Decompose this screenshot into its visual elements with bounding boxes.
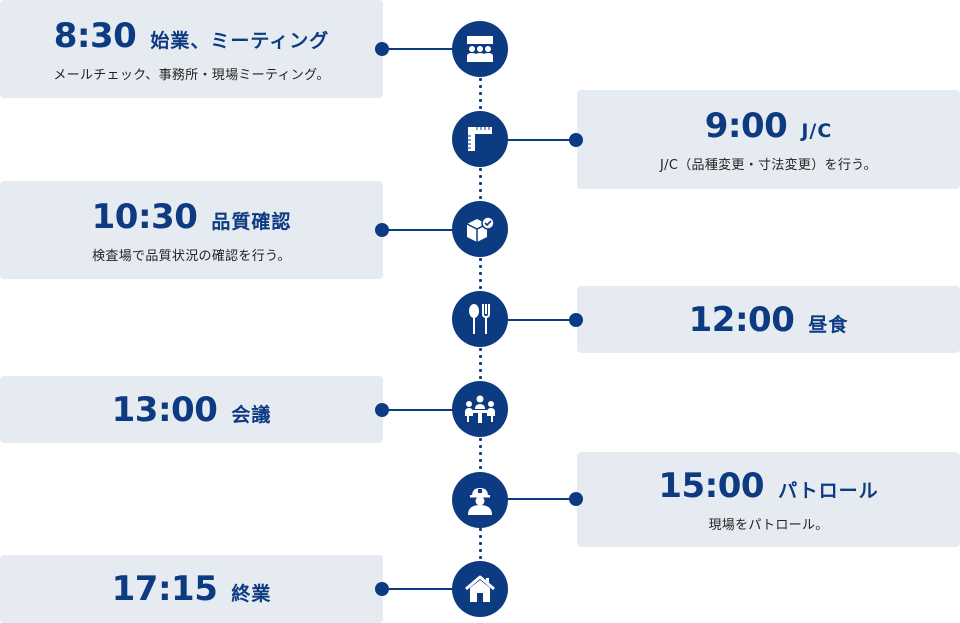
conference-icon: [452, 381, 508, 437]
connector-line: [506, 498, 576, 500]
time-label: 9:00: [704, 106, 788, 146]
connector-dot: [569, 313, 583, 327]
time-label: 13:00: [111, 389, 218, 430]
connector-line: [382, 409, 454, 411]
connector-dot: [569, 133, 583, 147]
time-label: 17:15: [111, 569, 218, 609]
event-title: 会議: [231, 403, 272, 426]
event-title: J/C: [801, 120, 833, 142]
event-description: J/C（品種変更・寸法変更）を行う。: [660, 158, 877, 173]
event-description: 検査場で品質状況の確認を行う。: [92, 248, 291, 264]
time-label: 15:00: [658, 466, 765, 506]
event-title: 始業、ミーティング: [150, 29, 330, 52]
timeline-card-1030: 10:30 品質確認 検査場で品質状況の確認を行う。: [0, 181, 383, 279]
timeline-dotted-line: [479, 76, 482, 114]
timeline-dotted-line: [479, 526, 482, 562]
timeline-dotted-line: [479, 166, 482, 204]
event-title: 品質確認: [211, 210, 292, 233]
spoon-fork-icon: [452, 291, 508, 347]
connector-line: [506, 319, 576, 321]
time-label: 12:00: [688, 299, 795, 340]
timeline-card-0830: 8:30 始業、ミーティング メールチェック、事務所・現場ミーティング。: [0, 0, 383, 98]
event-title: パトロール: [778, 480, 879, 502]
hardhat-worker-icon: [452, 472, 508, 528]
ruler-square-icon: [452, 111, 508, 167]
timeline-card-1500: 15:00 パトロール 現場をパトロール。: [577, 452, 960, 547]
time-label: 10:30: [91, 196, 198, 237]
connector-line: [382, 588, 454, 590]
connector-line: [506, 139, 576, 141]
event-title: 昼食: [808, 313, 849, 336]
event-title: 終業: [231, 583, 272, 605]
timeline-dotted-line: [479, 256, 482, 294]
connector-dot: [569, 492, 583, 506]
timeline-dotted-line: [479, 436, 482, 472]
event-description: 現場をパトロール。: [708, 518, 829, 533]
home-icon: [452, 561, 508, 617]
timeline-card-1300: 13:00 会議: [0, 376, 383, 443]
connector-line: [382, 229, 454, 231]
time-label: 8:30: [53, 15, 137, 56]
timeline-card-1715: 17:15 終業: [0, 555, 383, 623]
meeting-audience-icon: [452, 21, 508, 77]
connector-line: [382, 48, 454, 50]
timeline-card-0900: 9:00 J/C J/C（品種変更・寸法変更）を行う。: [577, 90, 960, 189]
timeline-dotted-line: [479, 346, 482, 382]
box-check-icon: [452, 201, 508, 257]
event-description: メールチェック、事務所・現場ミーティング。: [53, 67, 330, 83]
timeline-card-1200: 12:00 昼食: [577, 286, 960, 353]
